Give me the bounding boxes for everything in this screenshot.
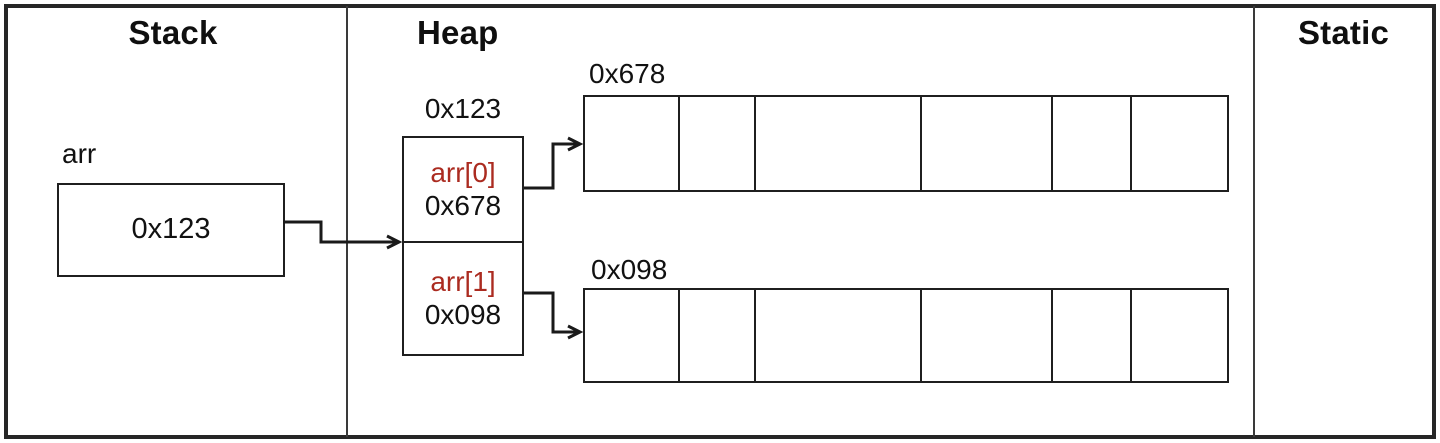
arr-variable-label: arr — [62, 138, 97, 169]
array-0x678-address-label: 0x678 — [589, 58, 666, 89]
array-cell — [1132, 97, 1227, 190]
array-cell — [1053, 290, 1132, 381]
array-cell — [922, 97, 1053, 190]
pointer-box-address-label: 0x123 — [424, 93, 502, 124]
array-0x098-address-label: 0x098 — [591, 254, 668, 285]
pointer-slot-arr0: arr[0] 0x678 — [404, 138, 522, 243]
array-0x678-box — [583, 95, 1229, 192]
diagram-outer-border — [4, 4, 1436, 439]
array-cell — [680, 97, 756, 190]
arr0-index-label: arr[0] — [430, 157, 496, 188]
arr1-value: 0x098 — [424, 299, 502, 330]
array-cell — [585, 290, 680, 381]
stack-arr-box: 0x123 — [57, 183, 285, 277]
heap-region-title: Heap — [417, 14, 499, 51]
heap-pointer-box: arr[0] 0x678 arr[1] 0x098 — [402, 136, 524, 356]
array-cell — [680, 290, 756, 381]
array-cell — [585, 97, 680, 190]
pointer-slot-arr1: arr[1] 0x098 — [404, 243, 522, 354]
array-cell — [1053, 97, 1132, 190]
stack-heap-divider — [346, 6, 348, 437]
stack-region-title: Stack — [128, 14, 218, 51]
static-region-title: Static — [1297, 14, 1390, 51]
array-0x098-box — [583, 288, 1229, 383]
array-cell — [756, 97, 922, 190]
heap-static-divider — [1253, 6, 1255, 437]
arr1-index-label: arr[1] — [430, 266, 496, 297]
array-cell — [756, 290, 922, 381]
stack-arr-value: 0x123 — [131, 213, 211, 246]
array-cell — [1132, 290, 1227, 381]
arr0-value: 0x678 — [424, 190, 502, 221]
array-cell — [922, 290, 1053, 381]
